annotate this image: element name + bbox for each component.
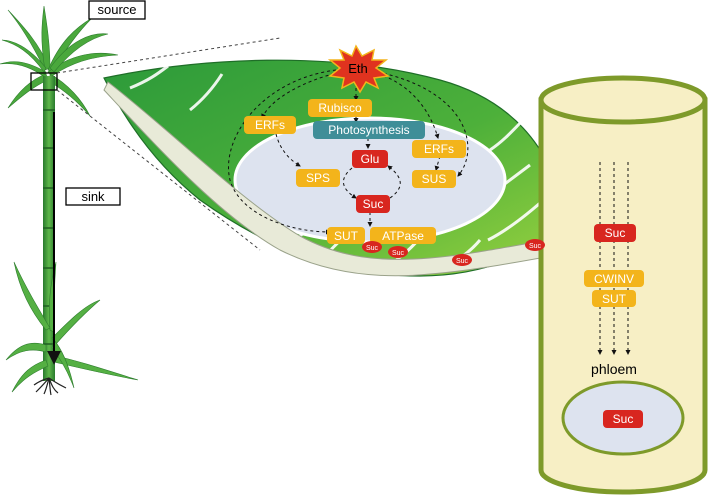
atpase-box: ATPase bbox=[370, 227, 436, 244]
rubisco-label: Rubisco bbox=[318, 101, 362, 115]
suc-center-label: Suc bbox=[363, 197, 384, 211]
photosynthesis-label: Photosynthesis bbox=[328, 123, 409, 137]
sink-label-box: sink bbox=[65, 187, 121, 206]
phloem-label: phloem bbox=[591, 361, 637, 377]
erfs-right-label: ERFs bbox=[424, 142, 454, 156]
sut-tube-box: SUT bbox=[592, 290, 636, 307]
erfs-right-box: ERFs bbox=[412, 140, 466, 158]
glu-label: Glu bbox=[361, 152, 380, 166]
photosynthesis-box: Photosynthesis bbox=[313, 121, 425, 139]
sugarcane-plant bbox=[0, 5, 139, 396]
sus-label: SUS bbox=[422, 172, 447, 186]
sut-leaf-label: SUT bbox=[334, 229, 359, 243]
suc-small-3-label: Suc bbox=[456, 258, 469, 265]
tube-arrows bbox=[597, 162, 631, 355]
suc-small-4-label: Suc bbox=[529, 243, 542, 250]
sink-label: sink bbox=[81, 189, 105, 204]
cwinv-box: CWINV bbox=[584, 270, 644, 287]
suc-small-2: Suc bbox=[388, 246, 408, 258]
suc-bottom-box: Suc bbox=[603, 410, 643, 428]
suc-tube-box: Suc bbox=[594, 224, 636, 242]
sus-box: SUS bbox=[412, 170, 456, 188]
suc-tube-label: Suc bbox=[605, 226, 626, 240]
source-label-box: source bbox=[88, 0, 146, 20]
glu-box: Glu bbox=[352, 150, 388, 168]
sut-tube-label: SUT bbox=[602, 292, 627, 306]
pathway-arrows bbox=[228, 69, 469, 235]
atpase-label: ATPase bbox=[382, 229, 424, 243]
rubisco-box: Rubisco bbox=[308, 99, 372, 117]
sps-box: SPS bbox=[296, 169, 340, 187]
suc-small-3: Suc bbox=[452, 254, 472, 266]
sps-label: SPS bbox=[306, 171, 330, 185]
cwinv-label: CWINV bbox=[594, 272, 634, 286]
suc-small-1-label: Suc bbox=[366, 245, 379, 252]
erfs-left-box: ERFs bbox=[244, 116, 296, 134]
sut-leaf-box: SUT bbox=[327, 227, 365, 244]
source-zoom-box bbox=[30, 72, 58, 91]
source-label: source bbox=[97, 2, 136, 17]
erfs-left-label: ERFs bbox=[255, 118, 285, 132]
suc-bottom-label: Suc bbox=[613, 412, 634, 426]
zoom-lines bbox=[56, 37, 281, 251]
eth-label: Eth bbox=[348, 61, 368, 76]
suc-small-2-label: Suc bbox=[392, 250, 405, 257]
suc-center-box: Suc bbox=[356, 195, 390, 213]
eth-burst: Eth bbox=[327, 44, 391, 94]
suc-small-1: Suc bbox=[362, 241, 382, 253]
suc-small-4: Suc bbox=[525, 239, 545, 251]
